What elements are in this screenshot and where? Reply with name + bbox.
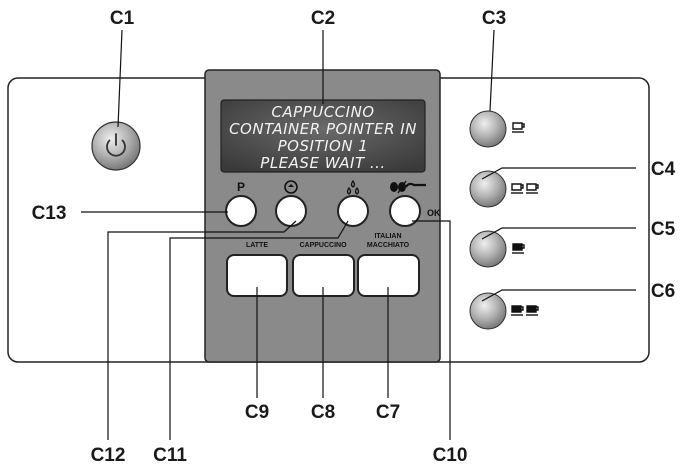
- ok-coffee-button[interactable]: [389, 195, 421, 227]
- leader-lines: [81, 29, 636, 440]
- callout-c11: C11: [153, 445, 187, 466]
- display-line-1: CAPPUCCINO: [271, 103, 374, 121]
- leader-c5: [481, 227, 636, 240]
- power-icon: [106, 133, 126, 157]
- steam-drops-icon: [346, 179, 360, 195]
- leader-c11: [169, 220, 349, 440]
- callout-c9: C9: [245, 402, 269, 423]
- display-line-4: PLEASE WAIT ...: [260, 154, 385, 172]
- power-button[interactable]: [91, 121, 141, 171]
- leader-c4: [481, 167, 636, 180]
- callout-c8: C8: [311, 402, 335, 423]
- one-cup-mild-button[interactable]: [469, 110, 507, 148]
- callout-c2: C2: [311, 8, 335, 29]
- leader-c10: [412, 220, 451, 440]
- callout-c10: C10: [433, 445, 468, 466]
- display-line-3: POSITION 1: [278, 137, 369, 155]
- one-cup-mild-icon: [512, 122, 525, 133]
- program-button[interactable]: [225, 195, 257, 227]
- steam-button[interactable]: [337, 195, 369, 227]
- program-label: P: [237, 180, 245, 194]
- callout-c3: C3: [482, 8, 506, 29]
- callout-c12: C12: [91, 445, 126, 466]
- latte-label: LATTE: [246, 242, 268, 249]
- cappuccino-label: CAPPUCCINO: [299, 242, 347, 249]
- two-cups-mild-icon: [511, 183, 539, 194]
- leader-c12: [107, 220, 297, 440]
- callout-c13: C13: [32, 203, 67, 224]
- leader-c6: [481, 289, 636, 302]
- descale-icon: [284, 180, 298, 194]
- beans-ground-coffee-icon: [390, 180, 426, 194]
- italian-macchiato-label-1: ITALIAN: [374, 233, 401, 240]
- display-line-2: CONTAINER POINTER IN: [229, 120, 417, 138]
- descale-button[interactable]: [275, 195, 307, 227]
- callout-c1: C1: [110, 8, 135, 29]
- two-cups-strong-icon: [511, 305, 539, 316]
- callout-c6: C6: [651, 281, 675, 302]
- one-cup-strong-button[interactable]: [469, 230, 507, 268]
- leader-c1: [117, 29, 123, 128]
- callout-c7: C7: [376, 402, 400, 423]
- one-cup-strong-icon: [512, 243, 525, 254]
- two-cups-mild-button[interactable]: [469, 170, 507, 208]
- ok-label: OK: [427, 208, 441, 218]
- callout-c5: C5: [651, 219, 676, 240]
- italian-macchiato-label-2: MACCHIATO: [367, 242, 410, 249]
- two-cups-strong-button[interactable]: [469, 292, 507, 330]
- leader-c3: [489, 29, 495, 112]
- callout-c4: C4: [651, 159, 676, 180]
